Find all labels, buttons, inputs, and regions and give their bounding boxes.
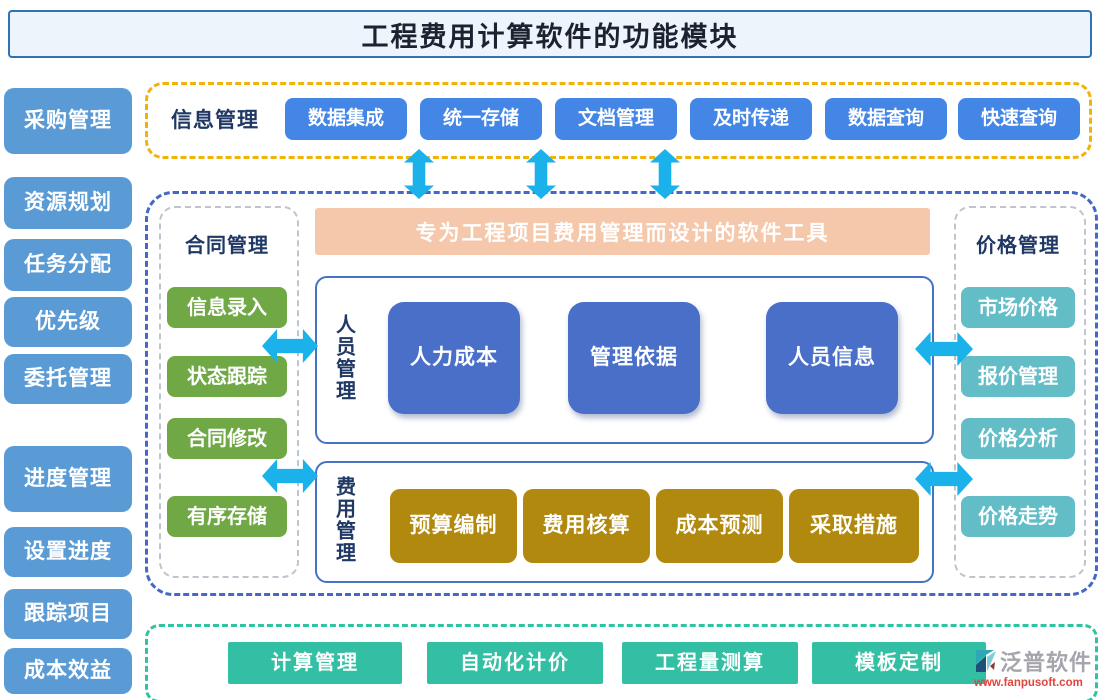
bottom-section-border	[145, 624, 1098, 700]
price-column-label: 价格管理	[976, 234, 1060, 257]
info-item-data-integration: 数据集成	[285, 98, 407, 140]
price-item-price-analysis: 价格分析	[961, 418, 1075, 459]
sidebar-item-set-progress: 设置进度	[4, 527, 132, 577]
info-item-document-management: 文档管理	[555, 98, 677, 140]
info-section-border	[145, 82, 1092, 159]
vendor-name: 泛普软件	[1000, 650, 1093, 675]
personnel-node-personnel-info: 人员信息	[766, 302, 898, 414]
contract-item-contract-revision: 合同修改	[167, 418, 287, 459]
bottom-item-template-customization: 模板定制	[812, 642, 986, 684]
page-title: 工程费用计算软件的功能模块	[8, 10, 1092, 58]
sidebar-item-procurement: 采购管理	[4, 88, 132, 154]
bottom-item-quantity-estimation: 工程量测算	[622, 642, 798, 684]
price-item-price-trend: 价格走势	[961, 496, 1075, 537]
personnel-box-label: 人员管理	[332, 314, 355, 402]
vendor-url: www.fanpusoft.com	[974, 677, 1083, 689]
sidebar-item-priority: 优先级	[4, 297, 132, 347]
personnel-node-management-basis: 管理依据	[568, 302, 700, 414]
sidebar-item-cost-benefit: 成本效益	[4, 648, 132, 694]
contract-item-ordered-storage: 有序存储	[167, 496, 287, 537]
core-section-border	[145, 191, 1098, 596]
cost-node-budget-preparation: 预算编制	[390, 489, 517, 563]
sidebar-item-delegation: 委托管理	[4, 354, 132, 404]
sidebar-item-task-assignment: 任务分配	[4, 239, 132, 291]
contract-column-label: 合同管理	[185, 234, 269, 257]
sidebar-item-resource-planning: 资源规划	[4, 177, 132, 229]
price-item-quote-management: 报价管理	[961, 356, 1075, 397]
contract-item-info-entry: 信息录入	[167, 287, 287, 328]
info-item-timely-delivery: 及时传递	[690, 98, 812, 140]
personnel-node-labor-cost: 人力成本	[388, 302, 520, 414]
core-banner: 专为工程项目费用管理而设计的软件工具	[315, 208, 930, 255]
sidebar-item-schedule-management: 进度管理	[4, 446, 132, 512]
price-item-market-price: 市场价格	[961, 287, 1075, 328]
info-item-unified-storage: 统一存储	[420, 98, 542, 140]
bottom-item-automated-pricing: 自动化计价	[427, 642, 603, 684]
info-item-quick-query: 快速查询	[958, 98, 1080, 140]
cost-node-cost-forecast: 成本预测	[656, 489, 783, 563]
info-item-data-query: 数据查询	[825, 98, 947, 140]
cost-node-expense-accounting: 费用核算	[523, 489, 650, 563]
cost-node-take-measures: 采取措施	[789, 489, 919, 563]
fanpu-logo-icon	[974, 648, 998, 674]
bottom-item-calculation-management: 计算管理	[228, 642, 402, 684]
info-section-label: 信息管理	[171, 108, 259, 132]
contract-item-status-tracking: 状态跟踪	[167, 356, 287, 397]
sidebar-item-track-project: 跟踪项目	[4, 589, 132, 639]
vendor-logo: 泛普软件 www.fanpusoft.com	[974, 645, 1098, 689]
cost-box-label: 费用管理	[332, 476, 355, 564]
